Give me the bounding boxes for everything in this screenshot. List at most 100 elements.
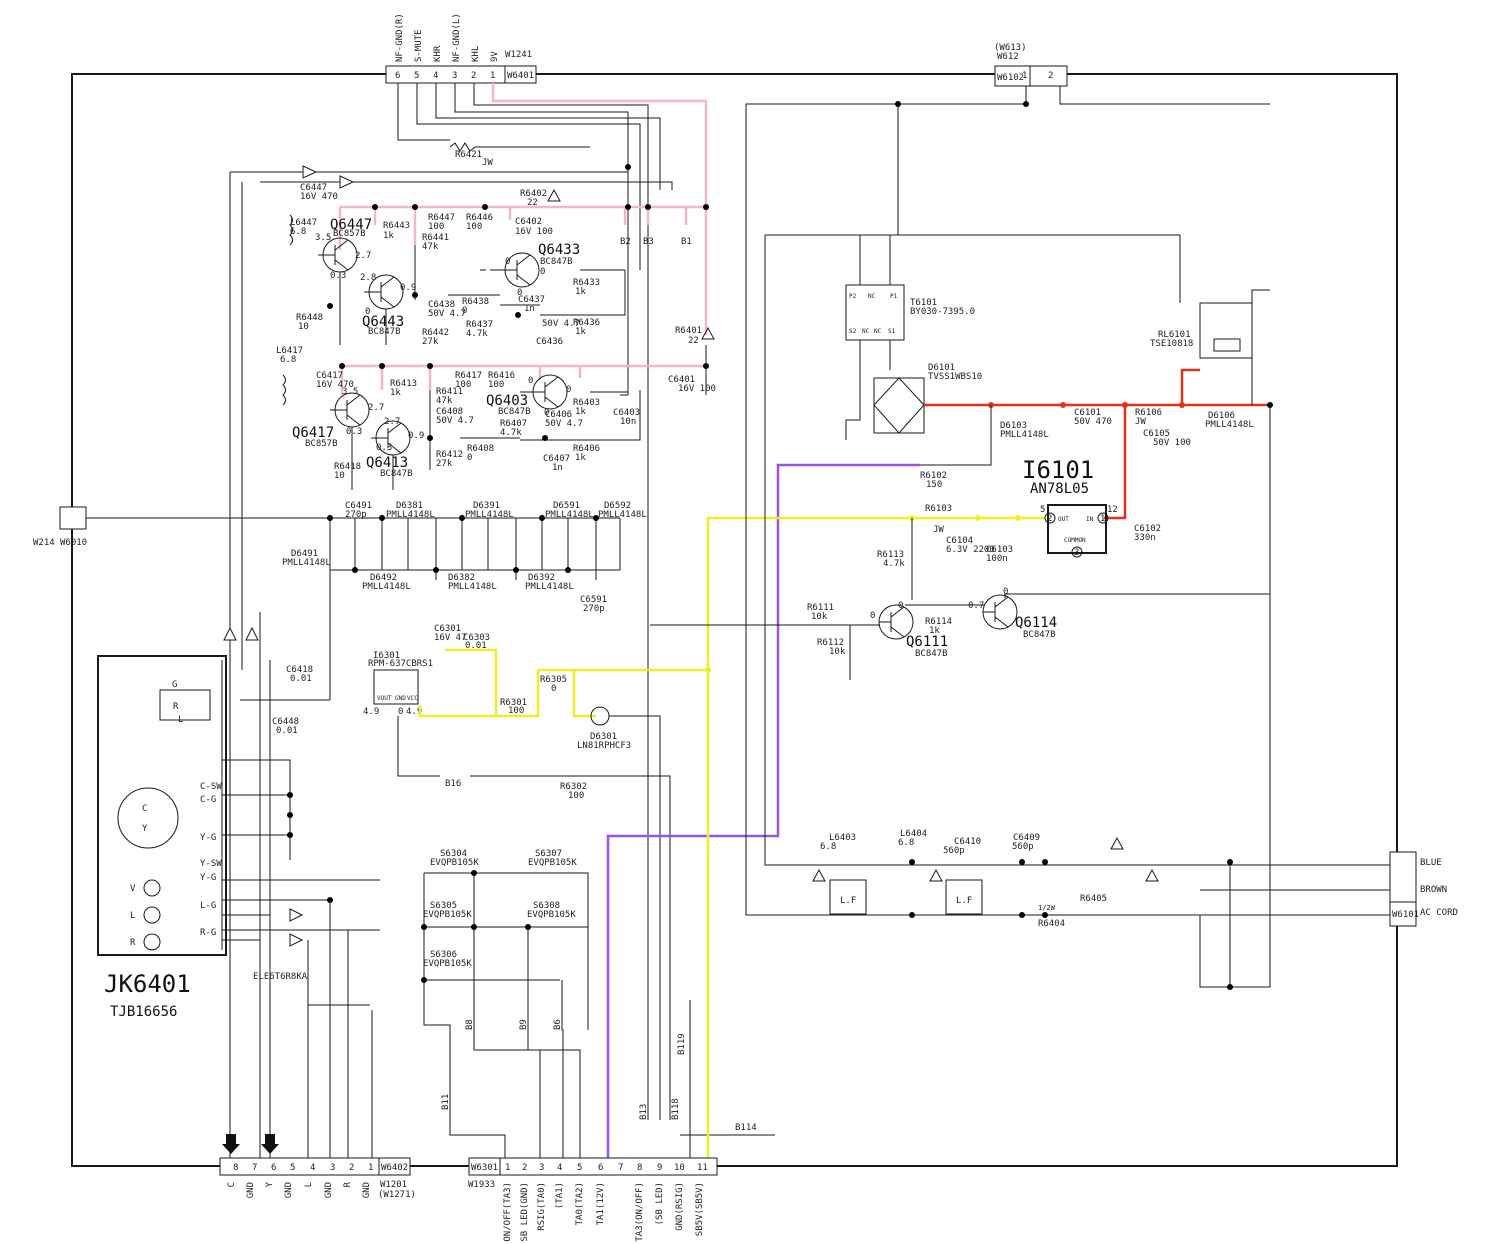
jack-3.5-audio [159,689,211,721]
standby-switch: R6113 4.7k Q6111 BC847B 0 0 Q6114 BC847B… [650,405,1271,680]
d6301-part: LN81RPHCF3 [577,741,631,751]
t6101-part: BY030-7395.0 [910,307,975,317]
pin-num: 1 [368,1163,373,1173]
bridge-b4: B2 [620,237,631,247]
pin-num: 1 [505,1163,510,1173]
bridge-b9: B9 [519,1019,529,1030]
c6418-val: 0.01 [290,674,312,684]
r6401-val: 22 [688,336,699,346]
r6443-ref: R6443 [383,221,410,231]
wire-nf-gnd-r [397,83,590,148]
q6114-part: BC847B [1023,630,1056,640]
q6413-v3: 0.3 [376,443,392,453]
c6812-ref: L6404 [900,829,927,839]
l6812-ref: L6403 [829,833,856,843]
pin-label: SB LED(GND) [520,1182,530,1242]
reg-pin: 2 [1047,514,1052,524]
c6102-ref: C6102 [1134,524,1161,534]
r6412-ref: R6412 [436,450,463,460]
r6103-val: JW [933,525,944,535]
arrow-down-y [261,1134,279,1154]
i6301-ref: I6301 [373,651,400,661]
pin-label: RSIG(TA0) [537,1182,547,1231]
d6492-ref: D6492 [370,573,397,583]
warning-icon [1145,868,1159,882]
jack-side-v: V [130,884,136,894]
conn-top-ref: W1241 [505,50,532,60]
d6106-ref: D6106 [1208,411,1235,421]
q6447-v3: 0.3 [330,271,346,281]
reg-pin: 3 [1074,548,1079,558]
r6442-val: 27k [422,337,439,347]
r6111-val: 10k [811,612,828,622]
pin-label: GND [324,1182,334,1198]
c6401-ref: C6401 [668,375,695,385]
pin-num: 3 [452,71,457,81]
r6416-val: 100 [488,380,504,390]
c6403-ref: C6403 [613,408,640,418]
l6447-ref: L6447 [290,218,317,228]
r6111-ref: R6111 [807,603,834,613]
d6392-val: PMLL4148L [525,582,574,592]
q6433-v1: 0 [505,257,510,267]
w6102-ref: W6102 [997,73,1024,83]
q6433-v3: 0 [517,288,522,298]
w612-ref: W612 [997,52,1019,62]
d6491-ref: D6491 [291,549,318,559]
bridge-b8: B8 [465,1019,475,1030]
r6438-val: 0 [462,306,467,316]
d6101-part: TVSS1WBS10 [928,372,982,382]
wire-brown: BROWN [1420,885,1447,895]
pin-y-sw: Y-SW [200,859,222,869]
l6811-val: 560p [943,846,965,856]
w6010-ref: W6010 [60,538,87,548]
r6112-val: 10k [829,647,846,657]
c6103-val: 100n [986,554,1008,564]
pin-label: Y [265,1181,275,1187]
wire-blue: BLUE [1420,858,1442,868]
c6303-val: 0.01 [465,641,487,651]
rl6101-part: TSE10818 [1150,339,1193,349]
r6421-label: R6421 [455,150,482,160]
r6408-ref: R6408 [467,444,494,454]
r6437-val: 4.7k [466,329,488,339]
r6447-ref: R6447 [428,213,455,223]
r6407-val: 4.7k [500,428,522,438]
lf-label: L.F [956,896,972,906]
pin-num: 4 [433,71,438,81]
connector-w1201: W6402 W1201 (W1271) 8 7 6 5 4 3 2 1 C GN… [219,1157,416,1200]
pin-num: 5 [577,1163,582,1173]
arrow-right-1 [289,908,304,922]
key-switch-block: S6304 EVQPB105K S6307 EVQPB105K S6305 EV… [421,849,775,1160]
r6413-val: 1k [390,388,401,398]
rca-v-socket [143,879,161,897]
r6106-ref: R6106 [1135,408,1162,418]
bridge-b119: B119 [677,1033,687,1055]
pin-num: 6 [598,1163,603,1173]
r6113-val: 4.7k [883,559,905,569]
c6448-ref: C6448 [272,717,299,727]
c6104-val: 6.3V 2200 [946,545,995,555]
jack-side-r: R [173,702,179,712]
bridge-b16: B16 [445,779,461,789]
jack-side-l2: L [130,911,135,921]
d6492-val: PMLL4148L [362,582,411,592]
pin-r-g: R-G [200,928,216,938]
r6416-ref: R6416 [488,371,515,381]
s6308-ref: S6308 [533,901,560,911]
q6443-ref: Q6443 [362,314,404,330]
arrow-signal-1 [302,165,318,179]
r6441-val: 47k [422,242,439,252]
xfmr-pin: P1 [890,293,898,300]
d6392-ref: D6392 [528,573,555,583]
d6382-val: PMLL4148L [448,582,497,592]
pin-label-khl: KHL [471,46,481,62]
r6106-val: JW [1135,417,1146,427]
arrow-right-2 [289,933,304,947]
ir-sensor-block: I6301 RPM-637CBRS1 VOUT GND VCC 4.9 0 4.… [363,624,705,1120]
pin-num: 2 [1048,71,1053,81]
i6101-part: AN78L05 [1030,481,1089,497]
c6438-ref: C6438 [428,300,455,310]
wire-9v-pink [491,83,708,335]
